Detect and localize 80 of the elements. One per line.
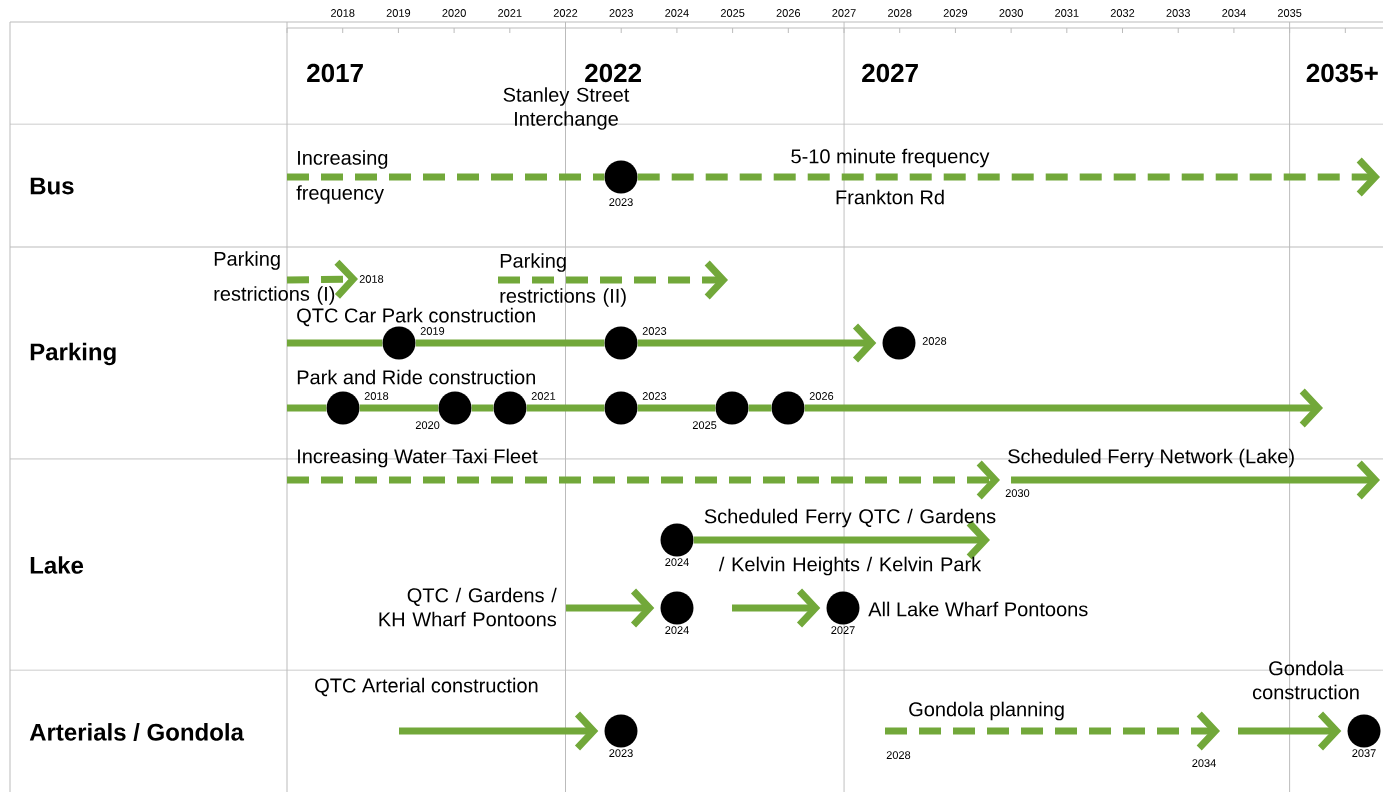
- year-tick-label: 2035: [1277, 9, 1302, 17]
- bar-label: Increasing Water Taxi Fleet: [298, 448, 538, 468]
- year-label: 2028: [886, 751, 911, 759]
- year-tick-label: 2024: [665, 9, 689, 17]
- row-heading: Lake: [30, 556, 84, 574]
- row-heading: Bus: [30, 177, 74, 195]
- year-label: 2020: [415, 421, 440, 429]
- milestone-dot: [771, 391, 805, 425]
- year-label: 2023: [642, 392, 667, 400]
- milestone-dot: [438, 391, 472, 425]
- bar-label: QTC Car Park construction: [297, 307, 535, 327]
- year-label: 2018: [359, 275, 384, 283]
- bar-label: Gondola construction: [1252, 660, 1359, 700]
- milestone-dot: [882, 326, 916, 360]
- year-tick-label: 2022: [553, 9, 578, 17]
- milestone-label: All Lake Wharf Pontoons: [868, 601, 1088, 617]
- year-label: 2027: [831, 626, 855, 634]
- period-heading: 2022: [585, 63, 641, 83]
- year-tick-label: 2027: [832, 9, 856, 17]
- row-heading: Parking: [30, 342, 116, 366]
- year-label: 2024: [665, 558, 689, 566]
- timeline-arrow: [804, 388, 1323, 428]
- bar-label: Park and Ride construction: [297, 369, 535, 385]
- bar-label: 5-10 minute frequency: [791, 148, 990, 168]
- bar-label: QTC Arterial construction: [315, 677, 538, 697]
- year-label: 2030: [1005, 489, 1030, 497]
- timeline-arrow: [637, 323, 877, 363]
- milestone-dot: [604, 160, 638, 194]
- year-tick-label: 2033: [1166, 9, 1190, 17]
- bar-label: Parking restrictions (II): [500, 253, 626, 307]
- milestone-dot: [493, 391, 527, 425]
- milestone-dot: [715, 391, 749, 425]
- year-tick-label: 2031: [1055, 9, 1079, 17]
- bar-label: Scheduled Ferry Network (Lake): [1008, 448, 1294, 468]
- timeline-arrow: [637, 157, 1380, 197]
- year-tick-label: 2034: [1222, 9, 1246, 17]
- year-tick-label: 2028: [888, 9, 912, 17]
- year-tick-label: 2026: [776, 9, 801, 17]
- milestone-dot: [604, 714, 638, 748]
- year-label: 2028: [922, 337, 947, 345]
- timeline-arrow: [693, 520, 990, 560]
- bar-label: Increasing frequency: [296, 150, 388, 204]
- year-label: 2019: [420, 327, 445, 335]
- year-label: 2026: [809, 392, 834, 400]
- year-label: 2018: [364, 392, 389, 400]
- year-label: 2024: [665, 626, 689, 634]
- milestone-dot: [826, 591, 860, 625]
- row-heading: Arterials / Gondola: [29, 723, 245, 741]
- milestone-dot: [660, 523, 694, 557]
- year-label: 2034: [1192, 759, 1216, 767]
- year-tick-label: 2032: [1110, 9, 1135, 17]
- bar-label: Scheduled Ferry QTC / Gardens / Kelvin Heights / Kelvin Park: [704, 508, 996, 576]
- year-tick-label: 2018: [331, 9, 355, 17]
- bar-label: QTC / Gardens / KH Wharf Pontoons: [379, 587, 557, 627]
- period-heading: 2035+: [1306, 63, 1378, 83]
- year-label: 2023: [609, 198, 633, 206]
- year-tick-label: 2025: [720, 9, 745, 17]
- road-label: Frankton Rd: [836, 189, 944, 205]
- bar-label: Gondola planning: [909, 701, 1064, 721]
- period-heading: 2027: [862, 63, 918, 83]
- milestone-dot: [604, 391, 638, 425]
- year-tick-label: 2020: [442, 9, 466, 17]
- period-heading: 2017: [307, 63, 363, 83]
- milestone-dot: [604, 326, 638, 360]
- milestone-label: Stanley Street Interchange: [503, 87, 630, 130]
- year-tick-label: 2019: [386, 9, 411, 17]
- year-label: 2037: [1352, 749, 1376, 757]
- milestone-dot: [382, 326, 416, 360]
- milestone-dot: [660, 591, 694, 625]
- milestone-dot: [1347, 714, 1381, 748]
- year-tick-label: 2023: [609, 9, 633, 17]
- bar-label: Parking restrictions (I): [214, 251, 335, 305]
- year-label: 2021: [531, 392, 556, 400]
- year-label: 2025: [692, 421, 717, 429]
- year-label: 2023: [609, 749, 633, 757]
- milestone-dot: [326, 391, 360, 425]
- year-tick-label: 2029: [943, 9, 968, 17]
- year-tick-label: 2030: [999, 9, 1023, 17]
- year-label: 2023: [642, 327, 667, 335]
- year-tick-label: 2021: [498, 9, 522, 17]
